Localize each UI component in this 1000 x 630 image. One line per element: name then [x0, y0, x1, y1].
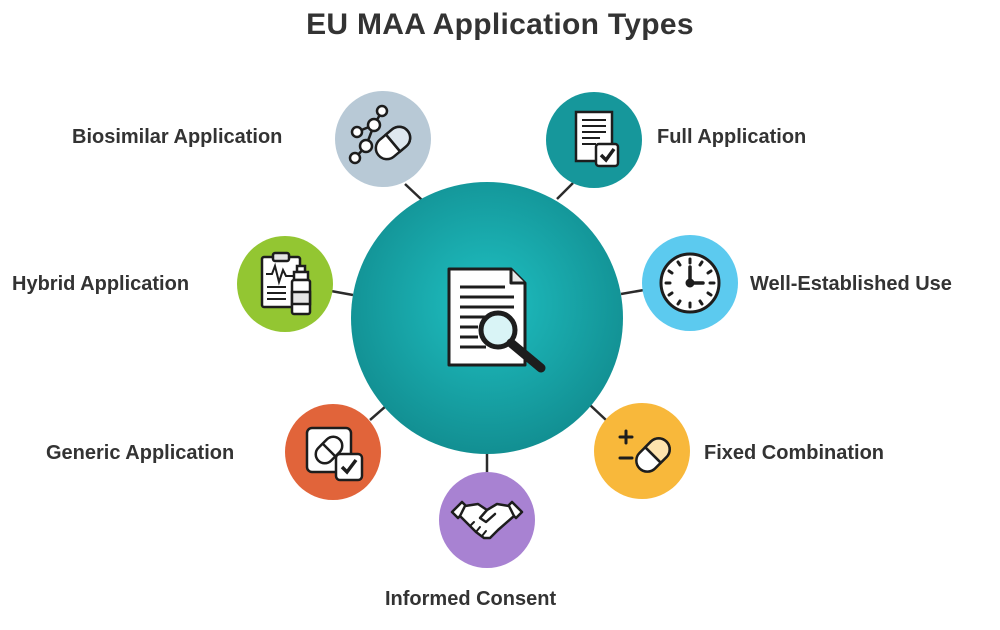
page-title: EU MAA Application Types — [306, 8, 694, 41]
label-hybrid: Hybrid Application — [12, 273, 190, 295]
connector-full — [556, 182, 574, 200]
label-generic: Generic Application — [46, 442, 235, 464]
connector-generic — [369, 405, 387, 421]
document-check-icon — [574, 110, 620, 168]
document-magnifier-icon — [447, 267, 546, 373]
plus-minus-capsule-icon — [618, 429, 671, 473]
node-hybrid — [237, 236, 333, 332]
clipboard-vial-icon — [260, 251, 312, 316]
handshake-icon — [450, 500, 524, 540]
label-well-established: Well-Established Use — [750, 273, 952, 295]
connector-hybrid — [330, 289, 354, 297]
node-consent — [439, 472, 535, 568]
molecule-capsule-icon — [348, 104, 412, 165]
pill-check-icon — [305, 426, 364, 482]
connector-well-established — [620, 288, 645, 296]
center-node — [351, 182, 623, 454]
label-full: Full Application — [657, 126, 807, 148]
node-well-established — [642, 235, 738, 331]
label-biosimilar: Biosimilar Application — [72, 126, 283, 148]
label-consent: Informed Consent — [385, 588, 557, 610]
connector-biosimilar — [404, 183, 423, 201]
node-full — [546, 92, 642, 188]
node-biosimilar — [335, 91, 431, 187]
label-fixed: Fixed Combination — [704, 442, 884, 464]
clock-icon — [659, 252, 721, 314]
node-fixed — [594, 403, 690, 499]
connector-fixed — [589, 404, 607, 421]
node-generic — [285, 404, 381, 500]
connector-lines — [330, 182, 645, 475]
